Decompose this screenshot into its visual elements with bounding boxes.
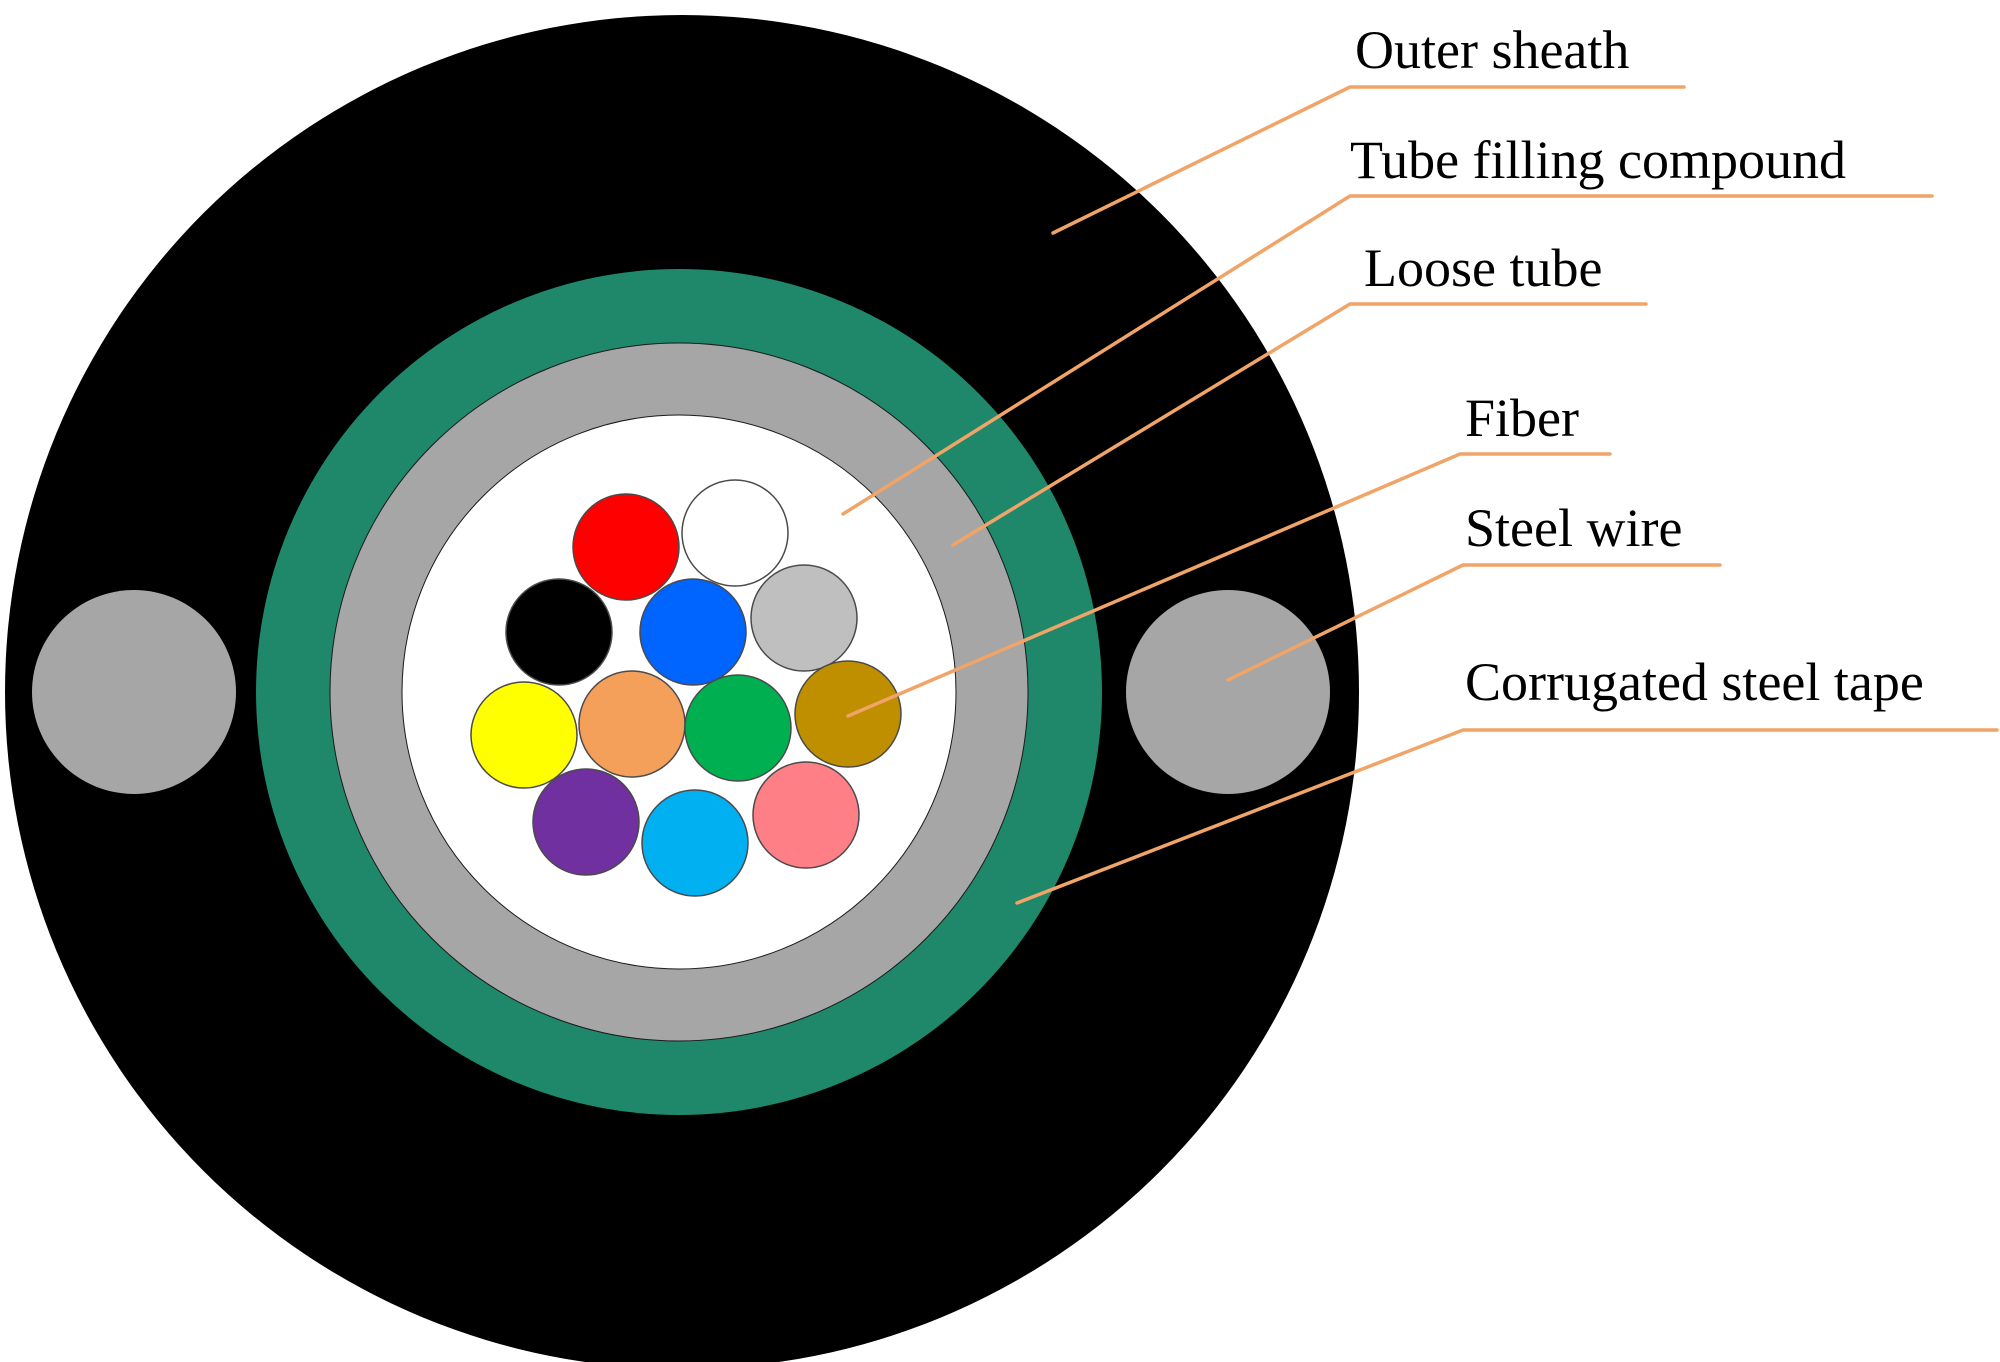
- fiber-yellow: [470, 681, 578, 789]
- fiber-violet: [532, 768, 640, 876]
- label-loose-tube: Loose tube: [1364, 238, 1602, 298]
- fiber-blue: [639, 578, 747, 686]
- steel-wire-left: [32, 590, 236, 794]
- leader-loose-tube: [951, 302, 1648, 547]
- label-tube-filling-compound: Tube filling compound: [1350, 130, 1846, 190]
- label-fiber: Fiber: [1465, 388, 1579, 448]
- fiber-orange: [578, 670, 686, 778]
- label-steel-wire: Steel wire: [1465, 498, 1682, 558]
- fiber-black: [505, 578, 613, 686]
- fiber-gray: [750, 564, 858, 672]
- label-corrugated-steel-tape: Corrugated steel tape: [1465, 652, 1924, 712]
- leader-fiber: [846, 452, 1612, 718]
- leader-steel-wire: [1226, 563, 1722, 682]
- fiber-group: [470, 479, 902, 897]
- leader-outer-sheath: [1051, 85, 1686, 235]
- fiber-rose: [752, 761, 860, 869]
- label-outer-sheath: Outer sheath: [1355, 20, 1629, 80]
- steel-wire-right: [1126, 590, 1330, 794]
- leader-lines: [841, 85, 1999, 905]
- leader-tube-filling-compound: [841, 194, 1934, 516]
- fiber-green: [684, 674, 792, 782]
- leader-corrugated-steel-tape: [1015, 728, 1999, 905]
- fiber-brown: [794, 660, 902, 768]
- fiber-red: [572, 493, 680, 601]
- callout-labels: Outer sheath Tube filling compound Loose…: [1350, 20, 1924, 712]
- fiber-white: [681, 479, 789, 587]
- fiber-aqua: [641, 789, 749, 897]
